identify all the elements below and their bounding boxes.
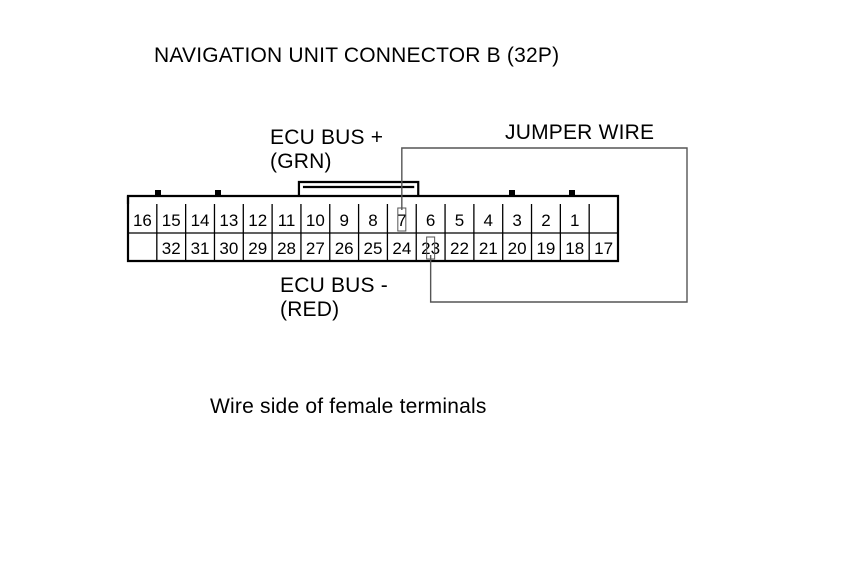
ecu-bus-minus-label: ECU BUS -: [280, 274, 388, 297]
pin-label-27: 27: [306, 239, 325, 258]
pin-label-16: 16: [133, 211, 152, 230]
pin-label-4: 4: [484, 211, 493, 230]
connector-title: NAVIGATION UNIT CONNECTOR B (32P): [154, 44, 560, 67]
lock-tab: [569, 190, 575, 196]
pin-label-29: 29: [248, 239, 267, 258]
pin-label-3: 3: [512, 211, 521, 230]
pin-label-15: 15: [162, 211, 181, 230]
connector-body: [126, 180, 620, 263]
pin-label-32: 32: [162, 239, 181, 258]
pin-label-23: 23: [421, 239, 440, 258]
pin-label-30: 30: [219, 239, 238, 258]
pin-label-8: 8: [368, 211, 377, 230]
pin-label-6: 6: [426, 211, 435, 230]
pin-label-17: 17: [594, 239, 613, 258]
pin-label-28: 28: [277, 239, 296, 258]
pin-label-24: 24: [392, 239, 411, 258]
lock-tab: [155, 190, 161, 196]
jumper-wire-label: JUMPER WIRE: [505, 121, 655, 144]
pin-label-11: 11: [278, 211, 296, 230]
pin-label-9: 9: [339, 211, 348, 230]
pin-label-19: 19: [536, 239, 555, 258]
connector-outline: [126, 194, 620, 263]
pin-label-2: 2: [541, 211, 550, 230]
ecu-bus-minus-color: (RED): [280, 298, 340, 321]
pin-label-18: 18: [565, 239, 584, 258]
jumper-wire-loop: [397, 147, 688, 303]
pin-label-13: 13: [219, 211, 238, 230]
pin-label-12: 12: [248, 211, 267, 230]
pin-label-1: 1: [570, 211, 579, 230]
pin-label-21: 21: [479, 239, 498, 258]
wire-side-caption: Wire side of female terminals: [210, 395, 487, 418]
key-housing: [297, 180, 420, 196]
pin-label-26: 26: [335, 239, 354, 258]
pin-label-10: 10: [306, 211, 325, 230]
jumper-wire: [401, 147, 688, 303]
jumper-probe-23: [426, 236, 436, 260]
pin-label-22: 22: [450, 239, 469, 258]
pin-label-14: 14: [191, 211, 210, 230]
pin-label-5: 5: [455, 211, 464, 230]
pin-label-31: 31: [191, 239, 210, 258]
pin-label-7: 7: [397, 211, 406, 230]
lock-tab: [509, 190, 515, 196]
ecu-bus-plus-color: (GRN): [270, 150, 332, 173]
pin-label-25: 25: [364, 239, 383, 258]
ecu-bus-plus-label: ECU BUS +: [270, 126, 384, 149]
jumper-probe-7: [397, 207, 407, 232]
lock-tab: [215, 190, 221, 196]
pin-label-20: 20: [508, 239, 527, 258]
